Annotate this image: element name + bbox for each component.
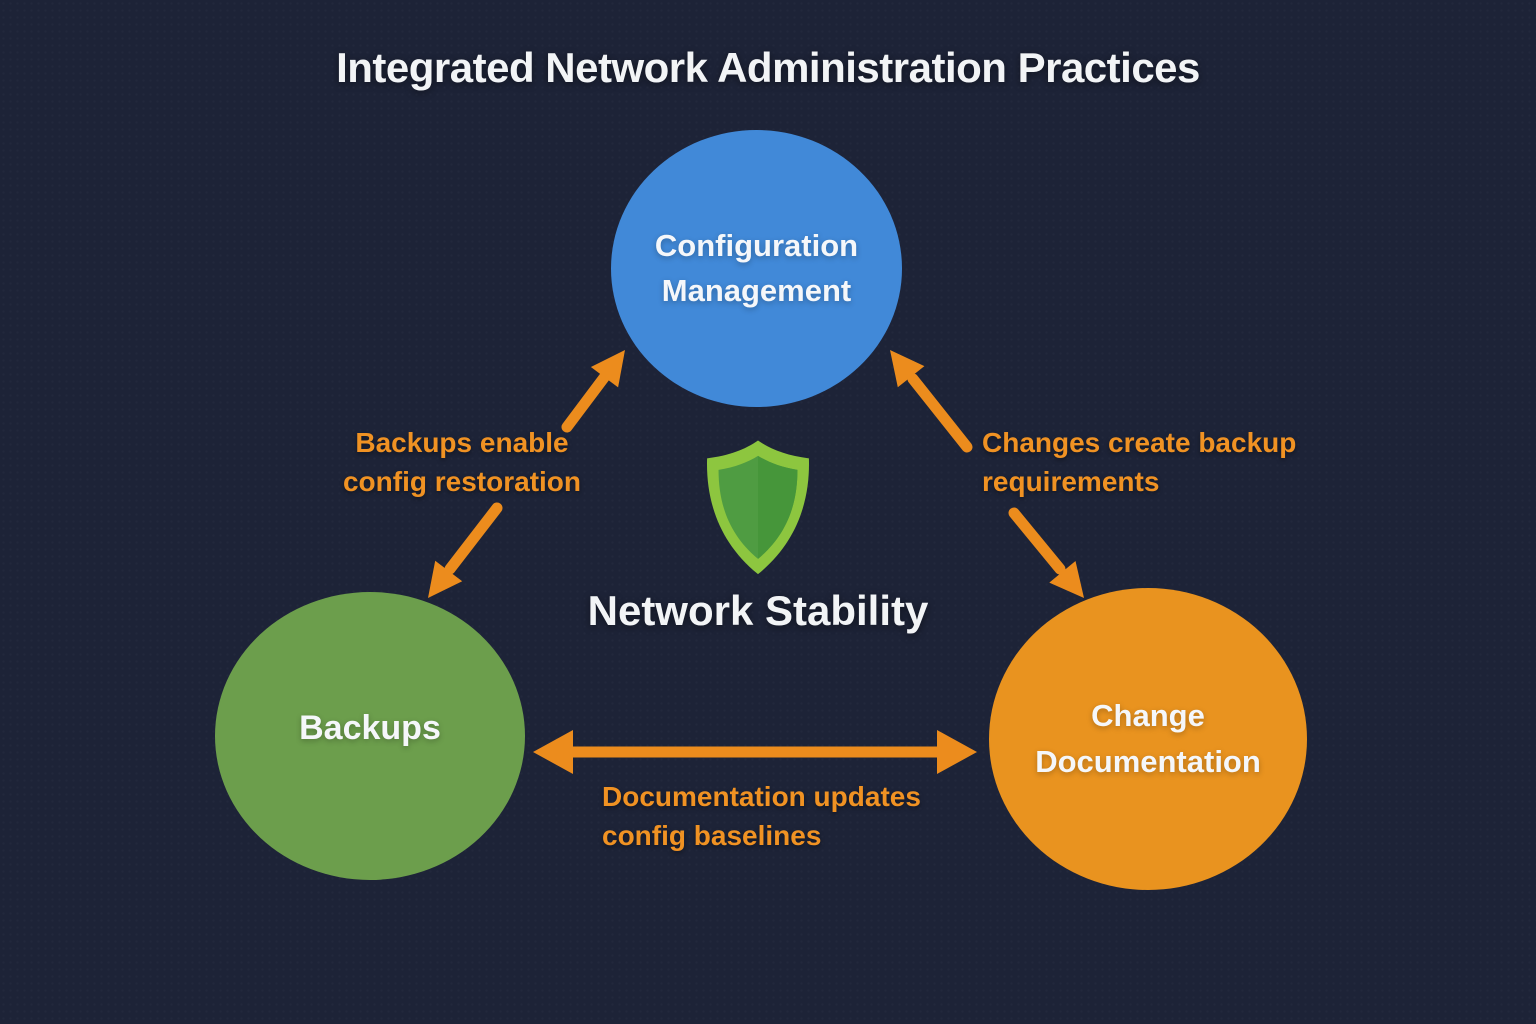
arrow-head <box>590 350 625 388</box>
edge-label-config-change: Changes create backup requirements <box>982 427 1297 497</box>
shield-fill-shade <box>758 455 798 559</box>
edge-label-backups-config: Backups enable config restoration <box>342 427 581 497</box>
arrow-backups-change-bidirectional <box>533 730 977 774</box>
page-title: Integrated Network Administration Practi… <box>336 44 1200 91</box>
node-label-backups: Backups <box>299 708 441 747</box>
arrow-shaft <box>444 502 503 575</box>
arrow-label-to-change <box>1008 507 1084 598</box>
arrow-head <box>533 730 573 774</box>
arrow-shaft <box>907 373 973 453</box>
arrow-change-to-config <box>890 350 973 453</box>
node-change-documentation: Change Documentation <box>989 588 1307 890</box>
arrow-shaft <box>1008 507 1066 575</box>
arrow-head <box>937 730 977 774</box>
edge-label-backups-change: Documentation updates config baselines <box>602 781 921 851</box>
arrow-backups-to-config <box>561 350 625 433</box>
center-label-network-stability: Network Stability <box>587 587 929 634</box>
arrow-label-to-backups <box>428 502 503 598</box>
arrow-shaft <box>561 369 612 433</box>
node-label-configuration-management: Configuration Management <box>654 228 859 308</box>
shield-icon <box>706 440 810 575</box>
arrow-head <box>890 350 925 388</box>
arrow-head <box>1049 561 1084 598</box>
node-backups: Backups <box>215 592 525 880</box>
node-configuration-management: Configuration Management <box>611 130 902 407</box>
node-label-change-documentation: Change Documentation <box>1035 697 1261 780</box>
arrow-head <box>428 560 463 598</box>
